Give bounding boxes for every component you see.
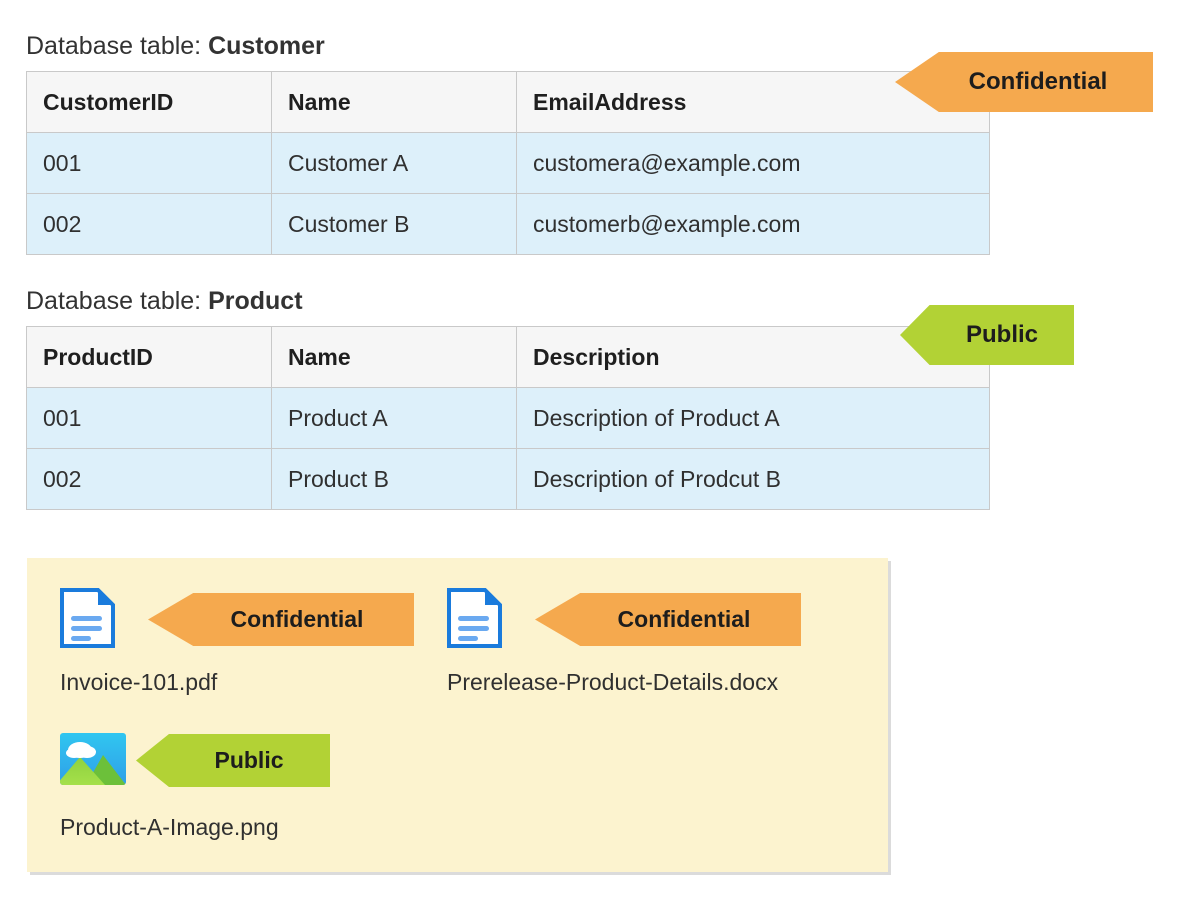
classification-badge-confidential-invoice: Confidential: [148, 593, 414, 646]
document-icon: [60, 588, 217, 648]
file-name-label: Product-A-Image.png: [60, 814, 279, 840]
badge-label: Confidential: [617, 606, 751, 632]
caption-label: Database table:: [26, 32, 209, 60]
column-header-customerid: CustomerID: [26, 71, 272, 133]
cell-emailaddress: customerb@example.com: [516, 193, 990, 255]
image-icon: [60, 733, 279, 785]
cell-productid: 002: [26, 448, 272, 510]
table-header-row: ProductID Name Description: [26, 326, 990, 388]
column-header-productid: ProductID: [26, 326, 272, 388]
file-name-label: Prerelease-Product-Details.docx: [447, 669, 779, 695]
table-row: 001 Product A Description of Product A: [26, 387, 990, 449]
column-header-name: Name: [271, 71, 517, 133]
caption-table-name: Customer: [208, 32, 325, 60]
document-icon: [447, 588, 778, 648]
classification-badge-public-product-image: Public: [136, 734, 330, 787]
cell-emailaddress: customera@example.com: [516, 132, 990, 194]
file-item-invoice[interactable]: Invoice-101.pdf: [60, 588, 217, 694]
badge-label: Public: [965, 321, 1038, 348]
column-header-name: Name: [271, 326, 517, 388]
product-table-section: Database table: Product ProductID Name D…: [26, 289, 990, 510]
product-table: ProductID Name Description 001 Product A…: [26, 326, 990, 510]
cell-customerid: 002: [26, 193, 272, 255]
classification-badge-public-product: Public: [900, 305, 1074, 365]
caption-label: Database table:: [26, 287, 209, 315]
cell-name: Customer A: [271, 132, 517, 194]
file-panel: Invoice-101.pdf Confidential Prerelease-…: [27, 558, 888, 872]
classification-badge-confidential-prerelease: Confidential: [535, 593, 801, 646]
file-name-label: Invoice-101.pdf: [60, 669, 218, 695]
caption-table-name: Product: [208, 287, 303, 315]
file-item-product-image[interactable]: Product-A-Image.png: [60, 733, 279, 839]
product-table-caption: Database table: Product: [26, 289, 990, 314]
cell-customerid: 001: [26, 132, 272, 194]
cell-productid: 001: [26, 387, 272, 449]
file-item-prerelease[interactable]: Prerelease-Product-Details.docx: [447, 588, 778, 694]
cell-name: Customer B: [271, 193, 517, 255]
cell-description: Description of Product A: [516, 387, 990, 449]
cell-name: Product B: [271, 448, 517, 510]
table-row: 001 Customer A customera@example.com: [26, 132, 990, 194]
table-row: 002 Customer B customerb@example.com: [26, 193, 990, 255]
customer-table-section: Database table: Customer CustomerID Name…: [26, 34, 990, 255]
customer-table-caption: Database table: Customer: [26, 34, 990, 59]
badge-label: Confidential: [230, 606, 364, 632]
badge-label: Confidential: [968, 68, 1108, 95]
customer-table: CustomerID Name EmailAddress 001 Custome…: [26, 71, 990, 255]
classification-badge-confidential-customer: Confidential: [895, 52, 1153, 112]
table-header-row: CustomerID Name EmailAddress: [26, 71, 990, 133]
cell-description: Description of Prodcut B: [516, 448, 990, 510]
table-row: 002 Product B Description of Prodcut B: [26, 448, 990, 510]
badge-label: Public: [214, 747, 284, 773]
cell-name: Product A: [271, 387, 517, 449]
